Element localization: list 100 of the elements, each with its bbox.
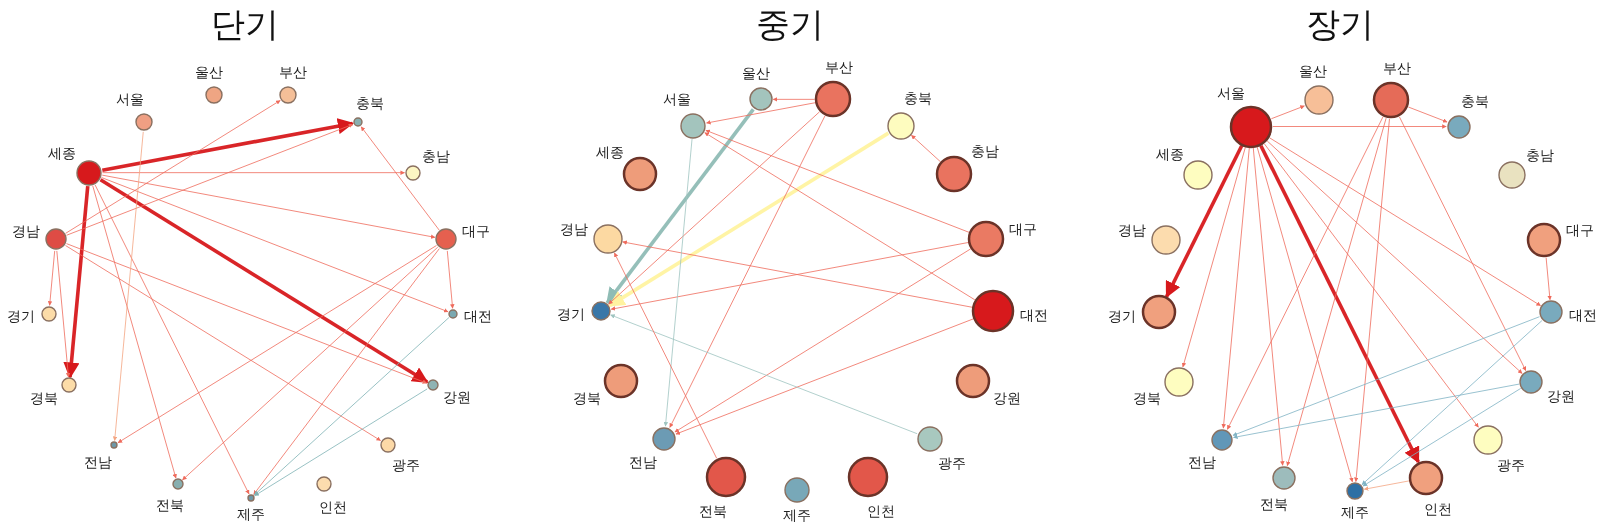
arrow: [669, 115, 826, 428]
arrow: [706, 102, 816, 125]
region-label: 부산: [1383, 61, 1412, 76]
arrow: [608, 131, 890, 308]
region-label: 부산: [278, 65, 307, 80]
arrow: [65, 243, 428, 384]
region-label: 전북: [1259, 497, 1288, 512]
arrow: [613, 252, 718, 459]
region-label: 세종: [1155, 146, 1184, 161]
region-label: 대구: [462, 223, 491, 238]
region-label: 울산: [195, 65, 224, 80]
arrow: [1286, 117, 1387, 467]
arrow: [181, 246, 439, 481]
arrow: [446, 250, 455, 309]
arrow: [704, 132, 976, 301]
arrow: [608, 111, 821, 305]
arrow: [1256, 146, 1354, 483]
region-label: 전북: [698, 503, 727, 518]
region-label: 경기: [7, 309, 36, 324]
arrow: [910, 134, 942, 163]
region-label: 서울: [1216, 86, 1245, 101]
region-label: 광주: [1497, 458, 1525, 473]
arrow: [674, 248, 972, 433]
panel-title: 장기: [1306, 3, 1374, 46]
region-label: 제주: [783, 508, 811, 522]
arrow: [1263, 143, 1479, 428]
arrow: [1361, 320, 1543, 486]
region-label: 전남: [84, 455, 113, 470]
arrow: [705, 129, 970, 233]
arrow: [1363, 480, 1410, 491]
region-label: 세종: [48, 145, 77, 160]
region-label: 경기: [557, 306, 586, 321]
arrow: [101, 177, 449, 313]
arrow: [1233, 383, 1520, 439]
panel-title: 중기: [756, 3, 824, 46]
arrow: [1232, 316, 1540, 437]
arrow: [1354, 118, 1390, 483]
region-label: 충남: [421, 148, 450, 163]
region-label: 경북: [29, 391, 58, 406]
region-label: 부산: [825, 60, 854, 75]
arrow: [1272, 124, 1447, 129]
region-label: 경남: [559, 222, 588, 237]
arrow: [65, 99, 281, 234]
arrow: [610, 314, 918, 435]
region-label: 충남: [1525, 147, 1554, 162]
arrow: [101, 174, 436, 239]
arrow: [1545, 257, 1552, 301]
arrow: [1398, 116, 1527, 372]
region-label: 대전: [1019, 307, 1048, 322]
arrow: [253, 248, 440, 495]
region-label: 인천: [1424, 502, 1453, 516]
arrow: [1270, 105, 1305, 120]
arrow: [47, 250, 56, 306]
region-label: 인천: [319, 500, 348, 515]
arrow: [92, 185, 177, 479]
panel-title: 단기: [211, 3, 279, 46]
region-label: 전남: [1187, 455, 1216, 470]
region-label: 대전: [1568, 308, 1597, 323]
arrow: [1407, 106, 1448, 123]
arrow: [1269, 137, 1542, 307]
arrow: [605, 108, 755, 305]
region-label: 울산: [1299, 64, 1328, 79]
region-label: 제주: [1341, 505, 1369, 519]
arrow: [99, 178, 429, 384]
region-label: 대구: [1009, 221, 1038, 236]
arrow: [1259, 144, 1420, 464]
arrow: [94, 184, 250, 495]
region-label: 세종: [595, 144, 624, 159]
arrow: [117, 245, 437, 444]
region-label: 충북: [903, 91, 932, 106]
region-label: 경북: [1132, 390, 1161, 405]
region-label: 제주: [237, 507, 265, 521]
arrow: [254, 388, 428, 497]
arrow: [1362, 387, 1522, 487]
region-label: 서울: [662, 91, 691, 106]
region-label: 광주: [937, 455, 966, 470]
region-label: 강원: [993, 390, 1022, 405]
arrow: [65, 245, 382, 442]
region-label: 충북: [356, 95, 385, 110]
region-label: 인천: [867, 503, 896, 518]
arrow: [101, 118, 355, 172]
arrow: [1226, 116, 1384, 430]
region-label: 대전: [463, 309, 492, 323]
arrow: [1266, 140, 1523, 374]
arrow: [772, 97, 816, 102]
region-label: 강원: [442, 390, 471, 405]
arrow: [102, 170, 405, 175]
region-label: 경남: [11, 223, 40, 238]
arrow: [1221, 147, 1250, 429]
region-label: 경남: [1117, 223, 1146, 238]
region-label: 전북: [155, 498, 184, 513]
region-label: 울산: [741, 66, 770, 81]
region-label: 대구: [1566, 222, 1595, 237]
arrow: [663, 138, 693, 427]
arrow: [1181, 146, 1246, 368]
arrow: [1165, 144, 1244, 298]
region-label: 경북: [572, 390, 601, 405]
region-label: 충북: [1460, 93, 1489, 108]
region-label: 광주: [392, 458, 421, 473]
arrow: [253, 316, 450, 496]
